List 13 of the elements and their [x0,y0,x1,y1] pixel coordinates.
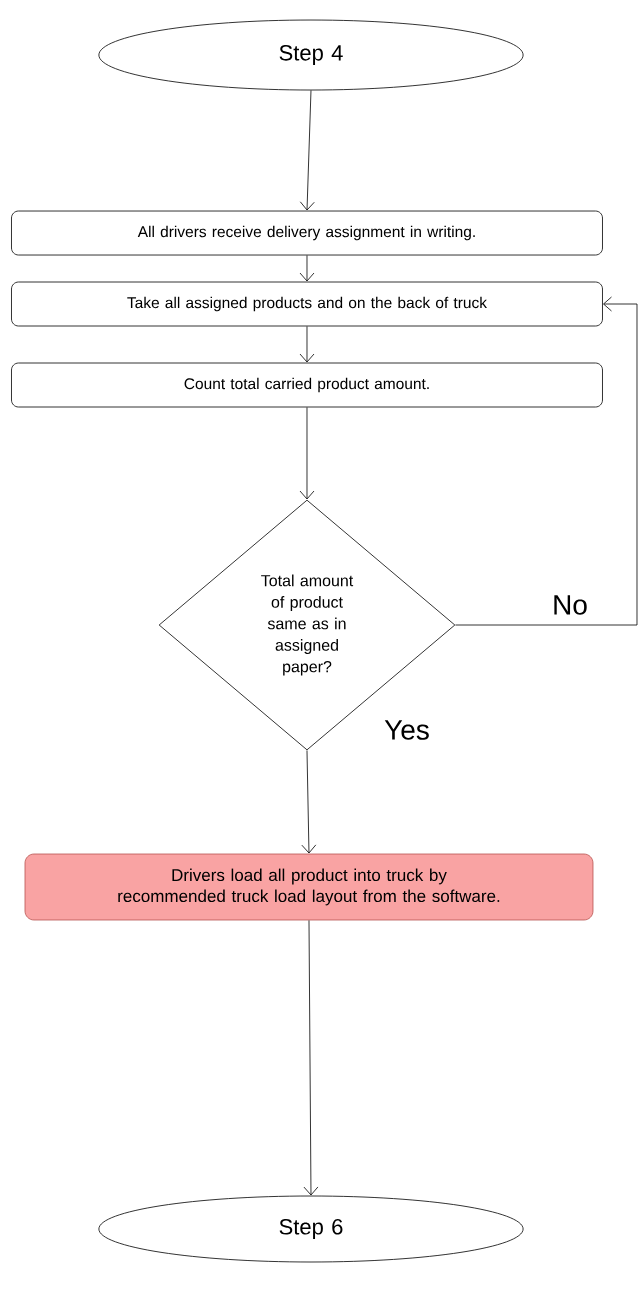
edge-label: No [551,594,589,616]
process-box: All drivers receive delivery assignment in writing. [11,210,603,256]
arrow [299,407,315,500]
arrow [301,750,317,854]
edge-label: Yes [383,719,431,741]
arrow [303,920,319,1196]
process-box: Drivers load all product into truck by recommended truck load layout from the software. [24,853,594,921]
process-box: Take all assigned products and on the back of truck [11,281,603,327]
arrow [299,326,315,363]
arrow [299,255,315,282]
arrow [299,90,315,211]
arrow [455,296,638,626]
process-box: Count total carried product amount. [11,362,603,408]
